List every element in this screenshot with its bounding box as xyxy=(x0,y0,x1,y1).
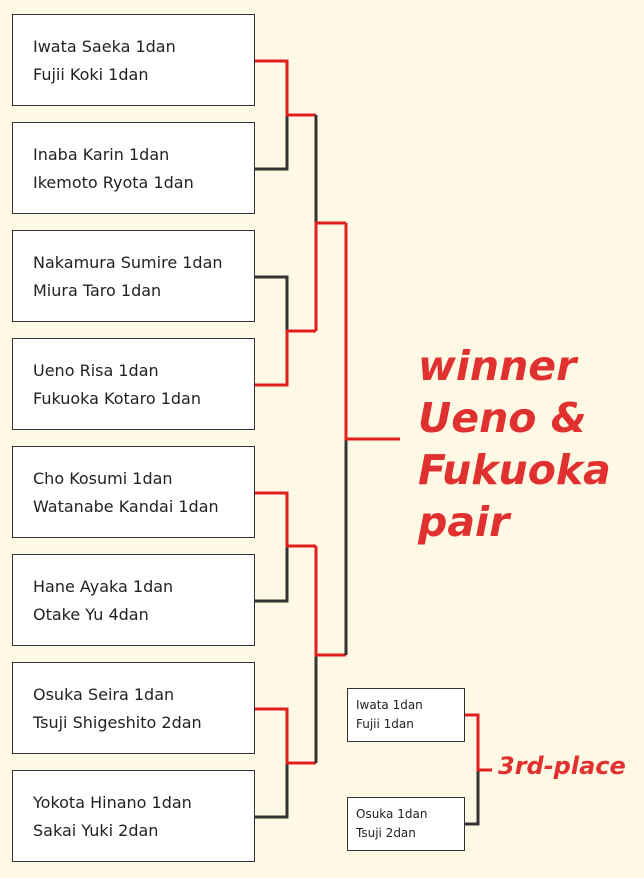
player-name: Osuka Seira 1dan xyxy=(33,685,175,704)
player-name: Tsuji 2dan xyxy=(356,826,416,840)
line-r1c-winner xyxy=(255,491,316,548)
pair-box-4: Ueno Risa 1dan Fukuoka Kotaro 1dan xyxy=(12,338,255,430)
winner-name-line: Fukuoka xyxy=(418,446,611,494)
player-name: Osuka 1dan xyxy=(356,807,428,821)
third-place-label: 3rd-place xyxy=(498,752,626,780)
player-name: Inaba Karin 1dan xyxy=(33,145,170,164)
player-name: Watanabe Kandai 1dan xyxy=(33,497,219,516)
pair-box-2: Inaba Karin 1dan Ikemoto Ryota 1dan xyxy=(12,122,255,214)
player-name: Tsuji Shigeshito 2dan xyxy=(33,713,202,732)
player-name: Nakamura Sumire 1dan xyxy=(33,253,223,272)
line-sf2-winner xyxy=(314,546,346,657)
winner-name-line: Ueno & xyxy=(418,394,587,442)
player-name: Sakai Yuki 2dan xyxy=(33,821,159,840)
line-r1d-loser xyxy=(255,763,289,819)
line-r1a-winner xyxy=(255,59,316,117)
line-r1a-loser xyxy=(255,115,289,171)
player-name: Cho Kosumi 1dan xyxy=(33,469,173,488)
line-third-winner xyxy=(465,713,492,772)
pair-box-1: Iwata Saeka 1dan Fujii Koki 1dan xyxy=(12,14,255,106)
line-r1c-loser xyxy=(255,546,289,603)
player-name: Ikemoto Ryota 1dan xyxy=(33,173,194,192)
winner-announcement: winner Ueno & Fukuoka pair xyxy=(418,340,611,548)
player-name: Fukuoka Kotaro 1dan xyxy=(33,389,201,408)
player-name: Iwata Saeka 1dan xyxy=(33,37,176,56)
pair-box-8: Yokota Hinano 1dan Sakai Yuki 2dan xyxy=(12,770,255,862)
player-name: Yokota Hinano 1dan xyxy=(33,793,192,812)
winner-name-line: pair xyxy=(418,498,510,546)
line-r1b-winner xyxy=(255,329,316,387)
player-name: Miura Taro 1dan xyxy=(33,281,162,300)
pair-box-7: Osuka Seira 1dan Tsuji Shigeshito 2dan xyxy=(12,662,255,754)
player-name: Fujii 1dan xyxy=(356,717,414,731)
pair-box-5: Cho Kosumi 1dan Watanabe Kandai 1dan xyxy=(12,446,255,538)
player-name: Ueno Risa 1dan xyxy=(33,361,159,380)
player-name: Iwata 1dan xyxy=(356,698,423,712)
player-name: Otake Yu 4dan xyxy=(33,605,149,624)
line-third-loser xyxy=(465,770,480,826)
player-name: Fujii Koki 1dan xyxy=(33,65,149,84)
line-final-winner xyxy=(344,223,400,441)
winner-label: winner xyxy=(418,342,577,390)
line-r1d-winner xyxy=(255,707,316,765)
third-place-pair-box-2: Osuka 1dan Tsuji 2dan xyxy=(347,797,465,851)
pair-box-6: Hane Ayaka 1dan Otake Yu 4dan xyxy=(12,554,255,646)
line-sf1-winner xyxy=(314,221,346,331)
player-name: Hane Ayaka 1dan xyxy=(33,577,174,596)
pair-box-3: Nakamura Sumire 1dan Miura Taro 1dan xyxy=(12,230,255,322)
third-place-pair-box-1: Iwata 1dan Fujii 1dan xyxy=(347,688,465,742)
line-r1b-loser xyxy=(255,275,289,331)
